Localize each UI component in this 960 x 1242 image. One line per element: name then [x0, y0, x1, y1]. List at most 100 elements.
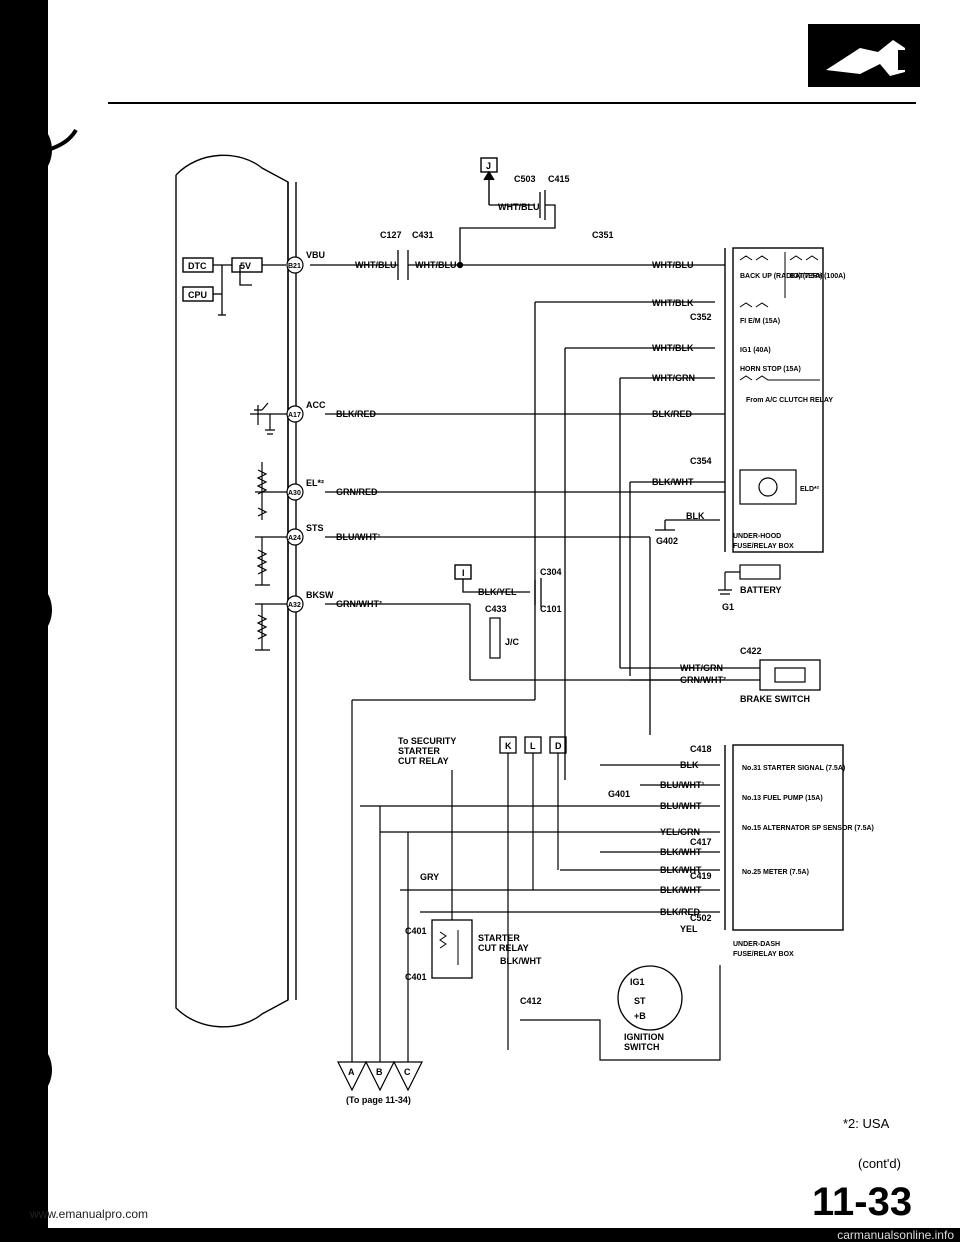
- label-modules-pin_labels-3: STS: [306, 523, 324, 533]
- label-wires-blkred_r: BLK/RED: [652, 409, 692, 419]
- label-connectors-c419: C419: [690, 871, 712, 881]
- to-page-label: (To page 11-34): [346, 1095, 411, 1105]
- label-ignition-plusb: +B: [634, 1011, 646, 1021]
- label-wires-vbu: WHT/BLU: [355, 260, 397, 270]
- label-starter_relay-line2: CUT RELAY: [478, 943, 529, 953]
- fivev-label: 5V: [240, 261, 251, 271]
- label-connectors-c503: C503: [514, 174, 536, 184]
- label-connectors-c433: C433: [485, 604, 507, 614]
- label-security-line2: STARTER: [398, 746, 440, 756]
- label-wires-acc: BLK/RED: [336, 409, 376, 419]
- underdash-wiring: [360, 764, 720, 913]
- cpu-box: CPU: [182, 286, 214, 302]
- pin-a24: A24: [286, 528, 304, 546]
- label-wires-bluwht_b: BLU/WHT¹: [660, 780, 705, 790]
- fuel-nozzle-icon: [808, 24, 920, 87]
- label-wires-blkwht_r: BLK/WHT: [652, 477, 694, 487]
- contd-label: (cont'd): [858, 1156, 901, 1171]
- label-wires-blkwht_b3: BLK/WHT: [660, 885, 702, 895]
- ignition-switch: IG1 ST +B IGNITION SWITCH: [617, 965, 683, 1052]
- label-wires-grnwht2: GRN/WHT²: [680, 675, 726, 685]
- top-connector-labels: C503 C415 WHT/BLU C127 C431 C351: [380, 174, 614, 240]
- pin-b21: B21: [286, 256, 304, 274]
- battery-symbol: BATTERY G1: [718, 564, 782, 612]
- label-starter_relay-line1: STARTER: [478, 933, 520, 943]
- fuse-horn: HORN STOP (15A): [740, 366, 801, 373]
- label-connectors-c418: C418: [690, 744, 712, 754]
- label-wires-bksw: GRN/WHT²: [336, 599, 382, 609]
- label-connector_refs-i: I: [462, 568, 465, 578]
- fuse-battery: BATTERY (100A): [790, 273, 846, 280]
- underhood-title-1: UNDER-HOOD: [733, 533, 781, 540]
- fivev-box: 5V: [231, 257, 263, 273]
- label-wires-blkwht_b1: BLK/WHT: [660, 847, 702, 857]
- label-connectors-c352: C352: [690, 312, 712, 322]
- footnote: *2: USA: [843, 1116, 890, 1131]
- watermark: carmanualsonline.info: [837, 1228, 954, 1242]
- label-wires-whtgrn: WHT/GRN: [652, 373, 695, 383]
- fuse-fiem: FI E/M (15A): [740, 318, 780, 325]
- page-number: 11-33: [812, 1180, 912, 1224]
- brake-switch: C422 BRAKE SWITCH WHT/GRN GRN/WHT²: [620, 646, 821, 704]
- ecm-outline: [175, 154, 297, 1028]
- label-connectors-jc: J/C: [505, 637, 520, 647]
- eld-label: ELD*²: [800, 486, 820, 493]
- label-wires-whtgrn2: WHT/GRN: [680, 663, 723, 673]
- label-wires-top_whtblu: WHT/BLU: [498, 202, 540, 212]
- label-wires-blkwht_relay: BLK/WHT: [500, 956, 542, 966]
- fuse-15: No.15 ALTERNATOR SP SENSOR (7.5A): [742, 825, 874, 832]
- label-connectors-c304: C304: [540, 567, 562, 577]
- label-modules-pin_labels-2: EL*²: [306, 478, 324, 488]
- label-ignition-ig1: IG1: [630, 977, 645, 987]
- footer-url[interactable]: www.emanualpro.com: [30, 1207, 149, 1221]
- underhood-wire-labels: WHT/BLK C352 WHT/BLK WHT/GRN BLK/RED BLK…: [336, 298, 712, 609]
- label-ignition-st: ST: [634, 996, 646, 1006]
- ecm-internal-lines: [213, 264, 286, 316]
- label-wires-blk_b: BLK: [680, 760, 699, 770]
- label-connectors-g402: G402: [656, 536, 678, 546]
- label-wires-el: GRN/RED: [336, 487, 378, 497]
- label-connectors-c417: C417: [690, 837, 712, 847]
- label-modules-pin_labels-0: VBU: [306, 250, 325, 260]
- label-wires-top_whtblu: WHT/BLU: [415, 260, 457, 270]
- connector-j: J: [480, 157, 498, 205]
- label-connector_refs-j: J: [486, 161, 491, 171]
- pin-a17: A17: [286, 405, 304, 423]
- underdash-title-1: UNDER-DASH: [733, 941, 780, 948]
- label-ignition-title1: IGNITION: [624, 1032, 664, 1042]
- label-connectors-c415: C415: [548, 174, 570, 184]
- label-connectors-c101: C101: [540, 604, 562, 614]
- label-connector_refs-c: C: [404, 1067, 411, 1077]
- label-security-line1: To SECURITY: [398, 736, 456, 746]
- label-modules-pins-4: A32: [288, 602, 301, 609]
- label-modules-pins-1: A17: [288, 412, 301, 419]
- label-connector_refs-k: K: [505, 741, 512, 751]
- label-modules-pins-0: B21: [288, 263, 301, 270]
- label-wires-yel: YEL: [680, 924, 698, 934]
- starter-cut-relay: STARTER CUT RELAY BLK/WHT GRY C401 C401 …: [405, 872, 542, 1006]
- label-connectors-c354: C354: [690, 456, 712, 466]
- fuse-31: No.31 STARTER SIGNAL (7.5A): [742, 765, 845, 772]
- label-connector_refs-b: B: [376, 1067, 383, 1077]
- fuse-ig1: IG1 (40A): [740, 347, 771, 354]
- ecm-input-circuits: [250, 402, 287, 651]
- ecm-pins: B21 A17 A30 A24 A32: [286, 256, 304, 613]
- pin-labels: VBU ACC EL*² STS BKSW: [306, 250, 334, 600]
- label-connectors-c127: C127: [380, 230, 402, 240]
- pin-a30: A30: [286, 483, 304, 501]
- label-connectors-g401: G401: [608, 789, 630, 799]
- security-relay-label: To SECURITY STARTER CUT RELAY: [398, 736, 456, 766]
- label-brake_switch: BRAKE SWITCH: [740, 694, 810, 704]
- underhood-wiring: [325, 301, 725, 780]
- label-wires-top_whtblu: WHT/BLU: [652, 260, 694, 270]
- label-modules-pin_labels-1: ACC: [306, 400, 326, 410]
- label-connectors-c502: C502: [690, 913, 712, 923]
- label-underhood-battery_label: BATTERY: [740, 585, 782, 595]
- label-connectors-c431: C431: [412, 230, 434, 240]
- top-wiring: [310, 190, 725, 280]
- connector-i: I BLK/YEL C304 C101 C433 J/C: [454, 564, 562, 659]
- connector-k-l-d: K L D: [499, 736, 567, 754]
- dtc-label: DTC: [188, 261, 207, 271]
